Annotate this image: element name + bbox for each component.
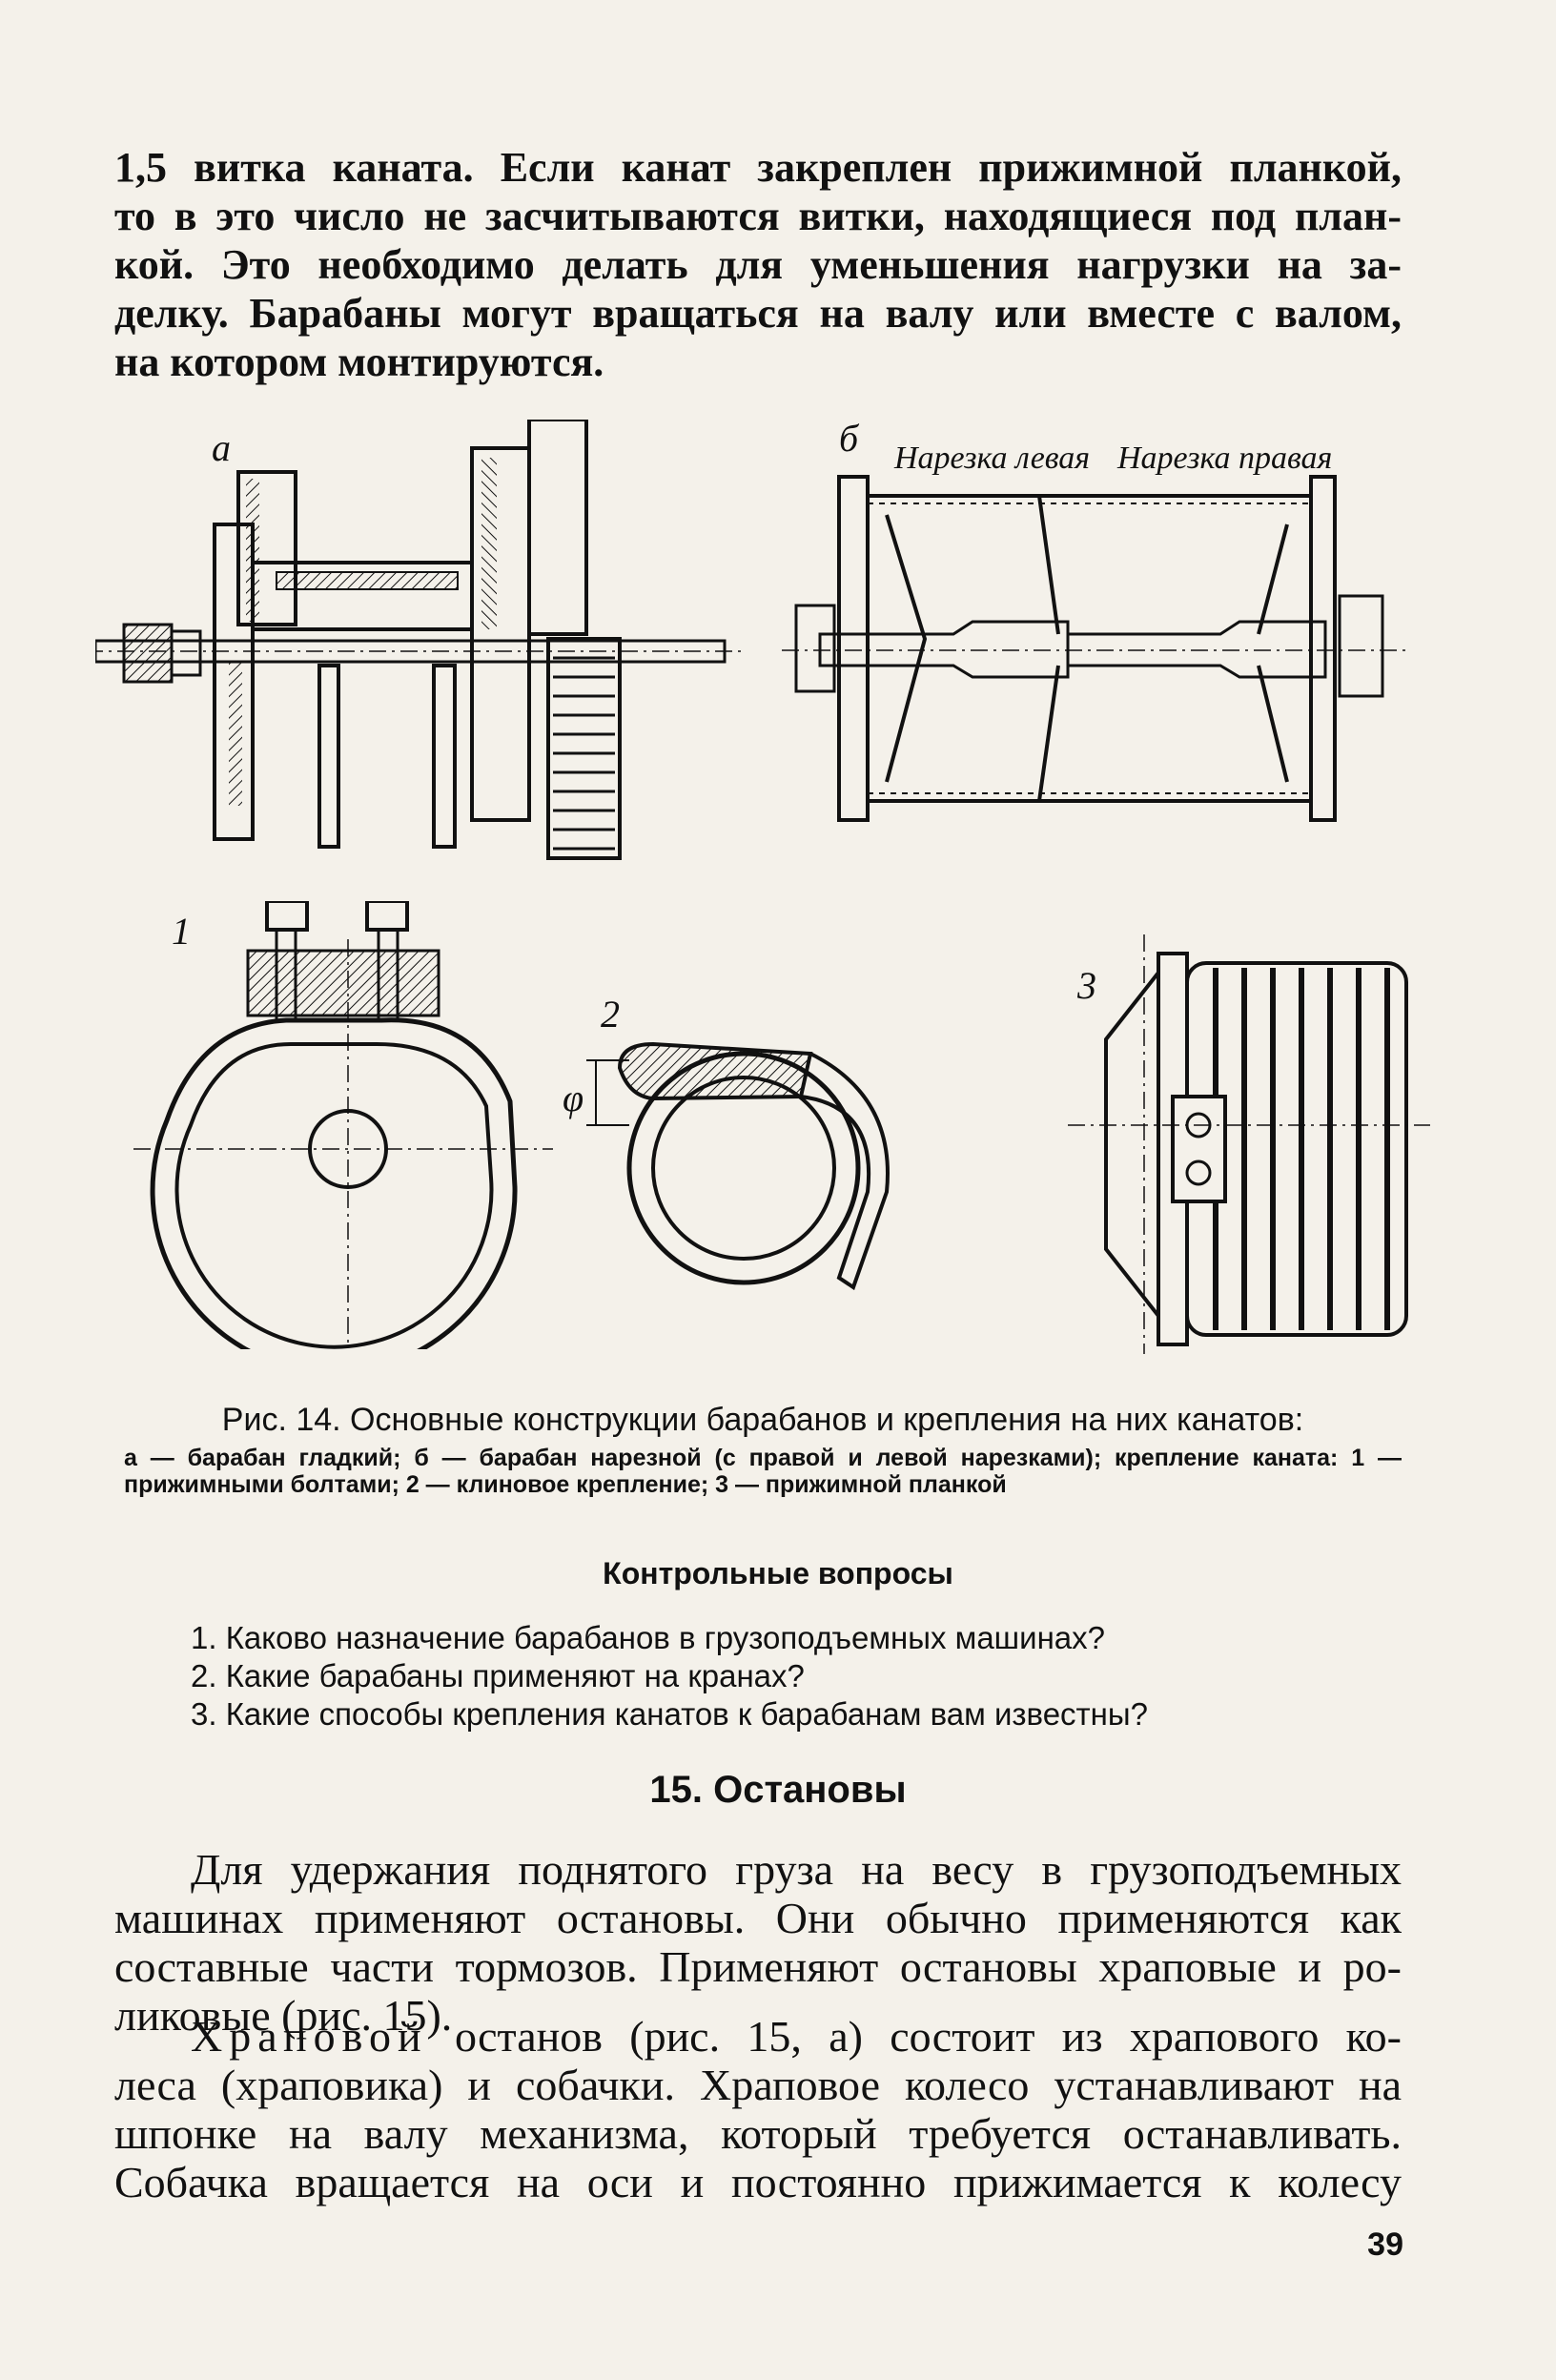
body-line: леса (храповика) и собачки. Храповое кол… bbox=[114, 2061, 1402, 2109]
figure-b-label: б bbox=[839, 417, 859, 460]
caption-body: а — барабан гладкий; б — барабан нарезно… bbox=[124, 1445, 1402, 1498]
body-line: шпонке на валу механизма, который требуе… bbox=[114, 2109, 1402, 2158]
questions-heading: Контрольные вопросы bbox=[603, 1556, 953, 1590]
figure-a-smooth-drum: а bbox=[86, 418, 744, 868]
phi-label: φ bbox=[563, 1077, 584, 1119]
figure-3-label: 3 bbox=[1077, 964, 1096, 1007]
threaded-drum-drawing bbox=[782, 475, 1411, 822]
body-line-first: Храповой останов (рис. 15, а) состоит из… bbox=[114, 2012, 1402, 2061]
section-title: 15. Остановы bbox=[649, 1769, 907, 1811]
figure-2-label: 2 bbox=[601, 993, 620, 1036]
spaced-term: Храповой bbox=[191, 2012, 428, 2061]
figure-a-label: а bbox=[212, 426, 231, 469]
body-line: машинах применяют остановы. Они обычно п… bbox=[114, 1894, 1402, 1942]
figure-1-label: 1 bbox=[172, 910, 191, 953]
body-line-rest: останов (рис. 15, а) состоит из храповог… bbox=[427, 2012, 1402, 2061]
figure-1-bolt-clamp: 1 bbox=[133, 899, 563, 1375]
plate-clamp-drawing bbox=[1068, 934, 1430, 1354]
body-paragraph-1: Для удержания поднятого груза на весу в … bbox=[114, 1845, 1402, 2040]
intro-line: то в это число не засчитываются витки, н… bbox=[114, 193, 1402, 239]
body-line: Собачка вращается на оси и постоянно при… bbox=[114, 2158, 1402, 2206]
right-thread-label: Нарезка правая bbox=[1117, 441, 1333, 476]
body-line: Для удержания поднятого груза на весу в … bbox=[191, 1845, 1402, 1894]
wedge-clamp-drawing bbox=[586, 1041, 890, 1291]
intro-line: делку. Барабаны могут вращаться на валу … bbox=[114, 290, 1402, 337]
page-number: 39 bbox=[1367, 2226, 1403, 2263]
figure-caption: Рис. 14. Основные конструкции барабанов … bbox=[124, 1402, 1402, 1498]
figure-2-wedge-clamp: 2 φ bbox=[563, 992, 925, 1316]
intro-line: 1,5 витка каната. Если канат закреплен п… bbox=[114, 144, 1402, 191]
body-line: ликовые (рис. 15). bbox=[114, 1991, 453, 2040]
smooth-drum-drawing bbox=[86, 418, 744, 860]
bolt-clamp-drawing bbox=[133, 899, 553, 1375]
question-item: 3. Какие способы крепления канатов к бар… bbox=[191, 1696, 1148, 1732]
caption-title: Рис. 14. Основные конструкции барабанов … bbox=[221, 1402, 1304, 1438]
body-paragraph-2: Храповой останов (рис. 15, а) состоит из… bbox=[114, 2012, 1402, 2206]
intro-line: на котором монтируются. bbox=[114, 339, 604, 385]
question-item: 1. Каково назначение барабанов в грузопо… bbox=[191, 1620, 1106, 1655]
figure-b-threaded-drum: б Нарезка левая Нарезка правая bbox=[782, 417, 1411, 868]
left-thread-label: Нарезка левая bbox=[894, 441, 1091, 476]
question-item: 2. Какие барабаны применяют на кранах? bbox=[191, 1658, 805, 1693]
body-line: составные части тормозов. Применяют оста… bbox=[114, 1942, 1402, 1991]
intro-paragraph: 1,5 витка каната. Если канат закреплен п… bbox=[114, 143, 1402, 386]
figure-3-plate-clamp: 3 bbox=[1068, 934, 1430, 1354]
intro-line: кой. Это необходимо делать для уменьшени… bbox=[114, 241, 1402, 288]
questions-list: 1. Каково назначение барабанов в грузопо… bbox=[191, 1619, 1335, 1734]
